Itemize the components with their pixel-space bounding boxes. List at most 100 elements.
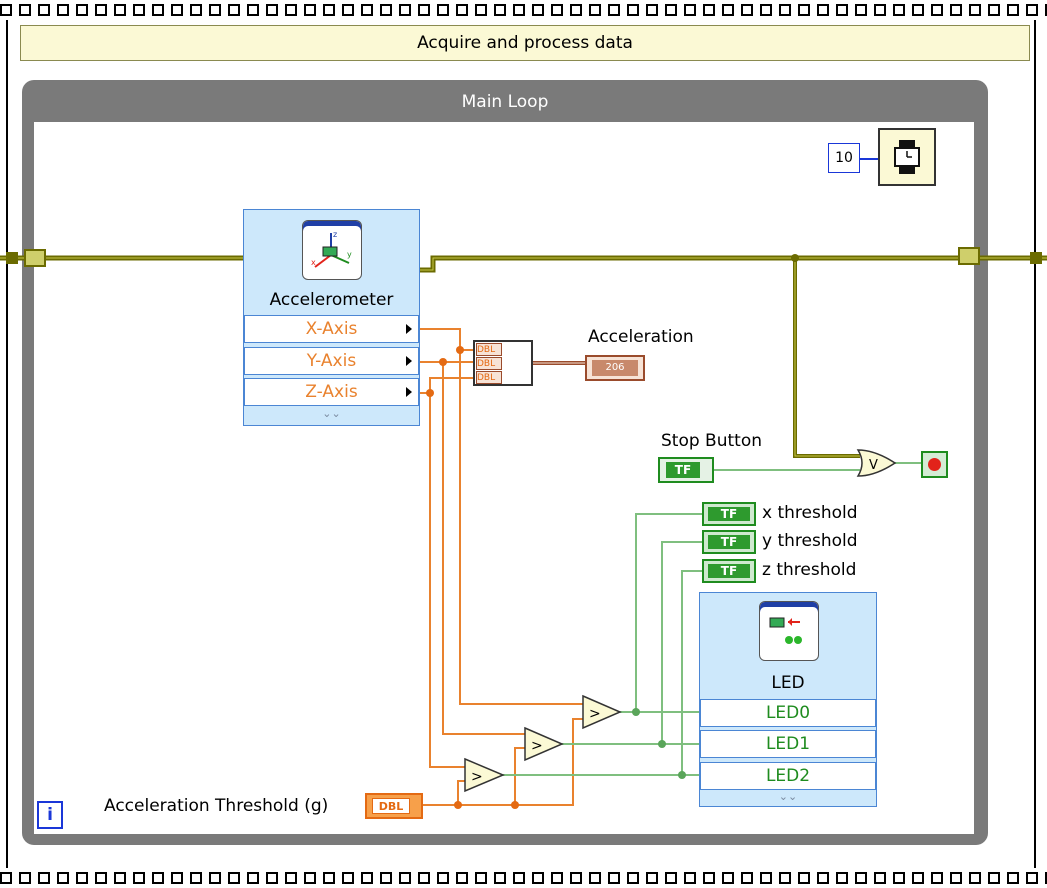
film-strip-frame (665, 872, 677, 884)
film-strip-frame (1045, 872, 1047, 884)
led-express-vi[interactable]: LED LED0 LED1 LED2 ⌄⌄ (699, 592, 877, 807)
film-strip-frame (741, 872, 753, 884)
film-strip-frame (855, 872, 867, 884)
film-strip-frame (133, 872, 145, 884)
film-strip-frame (494, 872, 506, 884)
film-strip-frame (0, 4, 12, 16)
stop-button-control[interactable]: TF (658, 457, 714, 483)
build-array-function[interactable]: DBL DBL DBL (473, 340, 533, 386)
film-strip-frame (475, 4, 487, 16)
film-strip-frame (152, 872, 164, 884)
shift-register-right[interactable] (958, 247, 980, 265)
z-threshold-type: TF (708, 564, 750, 578)
film-strip-frame (304, 4, 316, 16)
y-threshold-indicator[interactable]: TF (702, 530, 756, 554)
film-strip-frame (380, 872, 392, 884)
tunnel-right (1030, 252, 1042, 264)
film-strip-frame (1007, 872, 1019, 884)
film-strip-frame (76, 4, 88, 16)
led-icon (759, 601, 819, 661)
build-array-input-0: DBL (476, 343, 502, 356)
film-strip-frame (684, 872, 696, 884)
film-strip-frame (266, 872, 278, 884)
led1-input[interactable]: LED1 (700, 730, 876, 758)
led2-input[interactable]: LED2 (700, 762, 876, 790)
shift-register-left[interactable] (24, 249, 46, 267)
film-strip-frame (589, 872, 601, 884)
threshold-const-label: Acceleration Threshold (g) (104, 796, 329, 816)
film-strip-frame (38, 872, 50, 884)
expand-chevron-icon[interactable]: ⌄⌄ (778, 790, 798, 803)
film-strip-frame (1026, 4, 1038, 16)
film-strip-frame (931, 872, 943, 884)
film-strip-frame (988, 872, 1000, 884)
z-threshold-label: z threshold (762, 560, 857, 580)
z-axis-output[interactable]: Z-Axis (244, 378, 419, 406)
film-strip-frame (817, 4, 829, 16)
wait-ms-constant[interactable]: 10 (828, 143, 860, 173)
y-threshold-type: TF (708, 535, 750, 549)
film-strip-frame (722, 4, 734, 16)
film-strip-frame (285, 872, 297, 884)
film-strip-frame (475, 872, 487, 884)
film-strip-frame (171, 4, 183, 16)
film-strip-frame (627, 872, 639, 884)
acceleration-threshold-control[interactable]: DBL (365, 793, 423, 819)
iteration-terminal-info-icon[interactable]: i (37, 801, 63, 829)
film-strip-frame (779, 4, 791, 16)
accelerometer-express-vi[interactable]: z y x Accelerometer X-Axis Y-Axis Z-Axis… (243, 209, 420, 426)
film-strip-frame (760, 872, 772, 884)
build-array-input-2: DBL (476, 371, 502, 384)
x-threshold-indicator[interactable]: TF (702, 502, 756, 526)
build-array-input-1: DBL (476, 357, 502, 370)
accelerometer-title: Accelerometer (269, 290, 394, 310)
loop-stop-terminal[interactable] (921, 451, 948, 478)
film-strip-frame (342, 872, 354, 884)
film-strip-frame (399, 872, 411, 884)
led0-input[interactable]: LED0 (700, 699, 876, 727)
film-strip-frame (152, 4, 164, 16)
film-strip-frame (418, 4, 430, 16)
film-strip-frame (741, 4, 753, 16)
film-strip-frame (874, 4, 886, 16)
expand-chevron-icon[interactable]: ⌄⌄ (322, 407, 341, 420)
film-strip-frame (190, 872, 202, 884)
frame-title: Acquire and process data (20, 25, 1030, 61)
film-strip-frame (114, 4, 126, 16)
film-strip-frame (684, 4, 696, 16)
wait-wire (860, 158, 878, 160)
x-axis-output[interactable]: X-Axis (244, 315, 419, 343)
film-strip-frame (209, 4, 221, 16)
film-strip-frame (38, 4, 50, 16)
film-strip-frame (266, 4, 278, 16)
film-strip-frame (779, 872, 791, 884)
acceleration-label: Acceleration (588, 327, 694, 347)
film-strip-frame (950, 872, 962, 884)
film-strip-frame (19, 4, 31, 16)
film-strip-frame (133, 4, 145, 16)
wait-function[interactable] (878, 128, 936, 186)
film-strip-frame (380, 4, 392, 16)
film-strip-frame (912, 872, 924, 884)
z-threshold-indicator[interactable]: TF (702, 559, 756, 583)
film-strip-frame (418, 872, 430, 884)
y-axis-output[interactable]: Y-Axis (244, 347, 419, 375)
film-strip-frame (912, 4, 924, 16)
film-strip-frame (551, 4, 563, 16)
film-strip-frame (532, 4, 544, 16)
acceleration-indicator[interactable]: 206 (585, 355, 645, 381)
film-strip-frame (722, 872, 734, 884)
film-strip-frame (399, 4, 411, 16)
film-strip-frame (209, 872, 221, 884)
film-strip-frame (247, 872, 259, 884)
film-strip-frame (551, 872, 563, 884)
film-strip-frame (304, 872, 316, 884)
film-strip-frame (19, 872, 31, 884)
film-strip-frame (817, 872, 829, 884)
film-strip-frame (532, 872, 544, 884)
film-strip-frame (855, 4, 867, 16)
stop-button-label: Stop Button (661, 431, 762, 451)
svg-text:z: z (333, 230, 337, 239)
film-strip-frame (247, 4, 259, 16)
film-strip-frame (513, 4, 525, 16)
